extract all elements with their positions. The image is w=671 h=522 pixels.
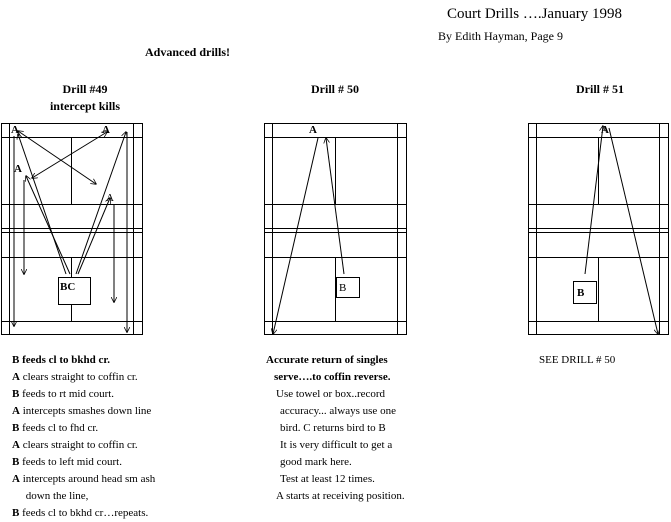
instruction-line: Test at least 12 times. [280,473,375,485]
instruction-line: good mark here. [280,456,352,468]
drill-49-heading: Drill #49 [62,82,108,96]
instruction-line: A intercepts smashes down line [12,405,152,417]
instruction-line: A clears straight to coffin cr. [12,371,138,383]
player-box-b [573,281,597,304]
player-label-b: B [339,282,346,294]
court-lines [528,123,669,335]
player-label-a: A [601,124,609,136]
player-box-b [336,277,360,298]
player-label-bc: BC [60,281,75,293]
drill-49-court-diagram: A A A A BC [0,122,145,336]
instruction-line: B feeds to left mid court. [12,456,122,468]
player-label-a: A [11,124,19,136]
drill-50-court-diagram: A B [263,122,409,336]
instruction-line: accuracy... always use one [280,405,396,417]
player-label-a: A [14,163,22,175]
drill-51-court-diagram: A B [527,122,671,336]
player-label-a: A [309,124,317,136]
player-box-bc [58,277,91,305]
shot-arrows [584,126,658,334]
drill-50-heading: Drill # 50 [311,82,359,96]
shot-arrows [273,138,345,334]
player-label-b: B [577,287,585,299]
instruction-line: SEE DRILL # 50 [539,354,616,366]
instruction-line: bird. C returns bird to B [280,422,386,434]
drill-51-instructions: SEE DRILL # 50 [539,352,615,369]
drill-51-heading: Drill # 51 [576,82,624,96]
instruction-line: B feeds cl to bkhd cr…repeats. [12,507,149,519]
section-heading: Advanced drills! [145,45,231,59]
instruction-line: B feeds cl to bkhd cr. [12,354,110,366]
instruction-line: down the line, [12,490,89,502]
author-byline: By Edith Hayman, Page 9 [438,29,563,43]
instruction-line: A intercepts around head sm ash [12,473,156,485]
instruction-line: A clears straight to coffin cr. [12,439,138,451]
instruction-line: B feeds to rt mid court. [12,388,115,400]
instruction-line: A starts at receiving position. [276,490,405,502]
page-title: Court Drills ….January 1998 [447,6,622,22]
drill-49-subheading: intercept kills [49,99,121,113]
instruction-line: It is very difficult to get a [280,439,393,451]
shot-arrows [14,131,127,332]
instruction-line: B feeds cl to fhd cr. [12,422,99,434]
drill-50-instructions: Accurate return of singles serve….to cof… [266,352,405,505]
player-label-a: A [102,124,110,136]
court-lines [264,123,407,335]
drill-49-instructions: B feeds cl to bkhd cr. A clears straight… [12,352,155,522]
instruction-line: Use towel or box..record [276,388,386,400]
instruction-line: Accurate return of singles [266,354,388,366]
instruction-line: serve….to coffin reverse. [274,371,391,383]
court-lines [1,123,143,335]
player-label-a: A [106,192,114,204]
